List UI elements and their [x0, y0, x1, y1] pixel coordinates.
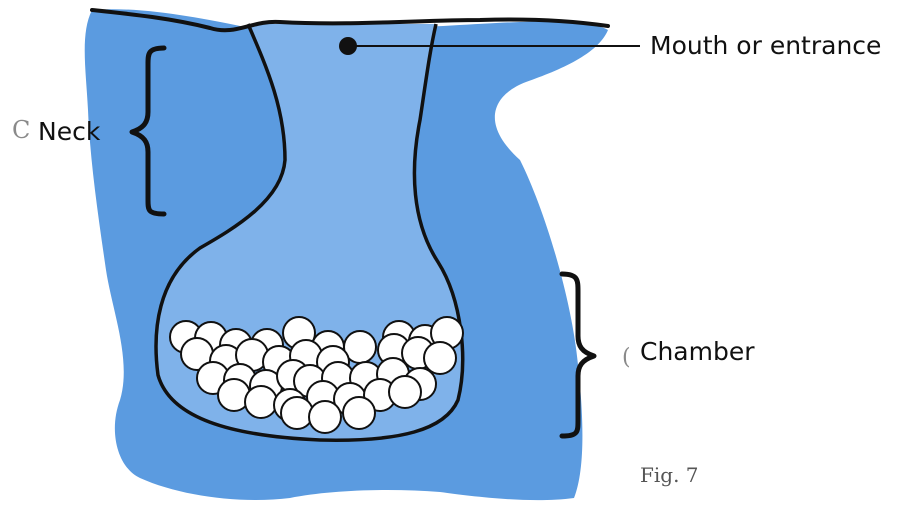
neck-label: Neck — [38, 119, 100, 144]
mouth-label: Mouth or entrance — [650, 33, 881, 58]
egg — [309, 401, 341, 433]
figure-caption: Fig. 7 — [640, 465, 699, 485]
egg — [245, 386, 277, 418]
chamber-label: Chamber — [640, 339, 755, 364]
neck-fragment: C — [12, 118, 30, 142]
chamber-fragment: ( — [622, 347, 631, 369]
egg — [281, 397, 313, 429]
egg — [389, 376, 421, 408]
egg — [343, 397, 375, 429]
egg — [424, 342, 456, 374]
mouth-dot — [339, 37, 357, 55]
